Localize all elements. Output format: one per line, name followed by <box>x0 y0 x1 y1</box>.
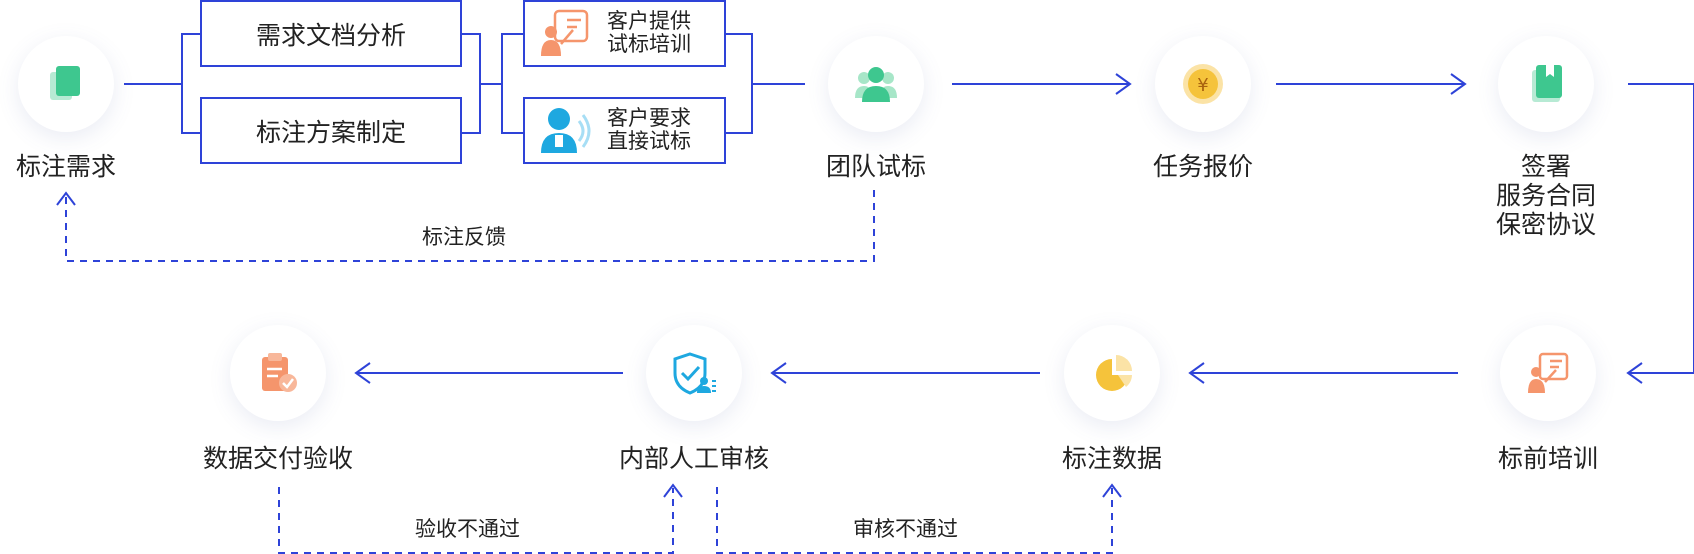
client-request-box: 客户要求 直接试标 <box>523 97 726 164</box>
analysis-box: 需求文档分析 <box>200 0 462 67</box>
client-provide-line1: 客户提供 <box>607 9 691 33</box>
client-provide-text: 客户提供 试标培训 <box>607 10 691 56</box>
quote-label: 任务报价 <box>1152 152 1253 181</box>
clipboard-check-icon <box>262 353 297 392</box>
sign-node-icon <box>1498 36 1594 132</box>
sign-line2: 服务合同 <box>1495 181 1596 210</box>
delivery-label: 数据交付验收 <box>202 444 353 473</box>
pie-chart-icon <box>1096 355 1132 391</box>
sign-label: 签署 服务合同 保密协议 <box>1476 152 1616 239</box>
quote-node-icon: ¥ <box>1155 36 1251 132</box>
shield-check-icon <box>673 352 716 395</box>
acceptance-fail-label: 验收不通过 <box>415 517 520 541</box>
client-request-line1: 客户要求 <box>607 106 691 130</box>
trainer-icon <box>541 9 589 56</box>
sign-line1: 签署 <box>1520 152 1571 181</box>
demand-node-icon <box>18 36 114 132</box>
trial-label: 团队试标 <box>825 152 926 181</box>
client-icon <box>541 108 591 153</box>
document-stack-icon <box>50 66 80 100</box>
trainer-icon <box>1528 352 1569 393</box>
delivery-node-icon <box>230 325 326 421</box>
data-node-icon <box>1064 325 1160 421</box>
annotation-feedback-label: 标注反馈 <box>422 225 506 249</box>
book-icon <box>1532 65 1562 102</box>
sign-line3: 保密协议 <box>1495 210 1596 239</box>
yuan-coin-icon: ¥ <box>1183 64 1223 104</box>
client-request-text: 客户要求 直接试标 <box>607 107 691 153</box>
client-provide-line2: 试标培训 <box>607 32 691 56</box>
svg-text:¥: ¥ <box>1197 75 1208 96</box>
client-request-line2: 直接试标 <box>607 129 691 153</box>
training-node-icon <box>1500 325 1596 421</box>
client-provide-box: 客户提供 试标培训 <box>523 0 726 67</box>
plan-box: 标注方案制定 <box>200 97 462 164</box>
team-icon <box>855 67 897 102</box>
data-label: 标注数据 <box>1061 444 1162 473</box>
review-label: 内部人工审核 <box>618 444 769 473</box>
training-label: 标前培训 <box>1497 444 1598 473</box>
demand-label: 标注需求 <box>15 152 116 181</box>
review-fail-label: 审核不通过 <box>853 517 958 541</box>
review-node-icon <box>646 325 742 421</box>
trial-node-icon <box>828 36 924 132</box>
